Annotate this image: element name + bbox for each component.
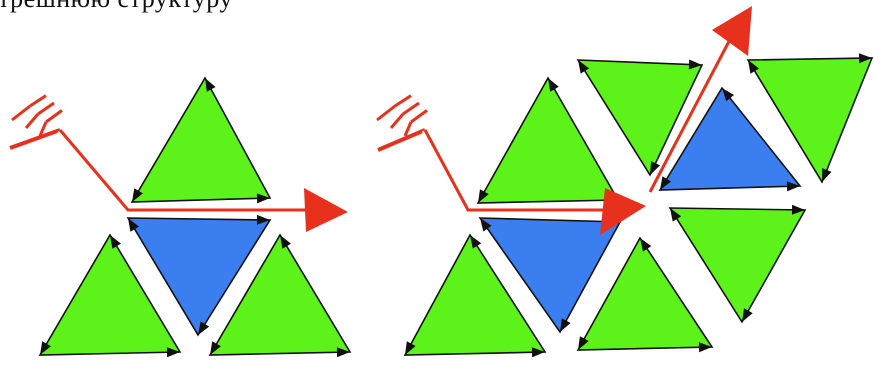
arrow-shaft-2 <box>648 27 738 193</box>
tile-center-up <box>658 86 802 192</box>
tile-bottom-mid-up-triangle <box>576 236 714 351</box>
arrow-feather <box>45 109 63 124</box>
tile-bottom-left-up-edge-arrow <box>40 341 51 355</box>
arrow-feather <box>410 109 428 124</box>
tile-top-mid-down-edge-arrow <box>688 59 702 70</box>
tile-bottom-left-up-edge-arrow <box>110 235 121 249</box>
left-diagram <box>9 76 352 358</box>
tile-bottom-left-up-triangle <box>403 233 547 356</box>
tile-center-down-triangle <box>126 217 272 337</box>
tile-bottom-mid-up-edge-arrow <box>640 238 652 252</box>
arrow-head <box>600 188 646 235</box>
arrow-shaft-segment <box>9 128 61 150</box>
tile-bottom-right-up-triangle <box>208 233 352 356</box>
arrow-feather <box>37 101 55 116</box>
tile-bottom-left-up-edge-arrow <box>470 235 482 249</box>
tile-top-mid-down <box>576 59 704 177</box>
tile-mid-left-down-edge-arrow <box>560 318 571 332</box>
arrow-feather <box>389 113 405 129</box>
tile-mid-left-down-edge-arrow <box>480 218 492 232</box>
tile-bottom-left-up-edge-arrow <box>531 347 545 358</box>
arrow-head-2 <box>712 6 752 56</box>
tile-bottom-right-up <box>208 233 352 358</box>
tile-top-left-up-edge-arrow <box>548 78 559 92</box>
tile-bottom-right-up-edge-arrow <box>336 347 350 358</box>
tile-center-up-edge-arrow <box>660 176 672 190</box>
tile-center-up-triangle <box>658 86 802 191</box>
tile-top-mid-down-edge-arrow <box>578 60 590 74</box>
tile-top-up <box>130 76 272 204</box>
arrow-feather <box>11 104 31 122</box>
traversal-arrow <box>9 94 348 232</box>
tile-bottom-right-up-edge-arrow <box>280 235 291 249</box>
tile-mid-right-down-edge-arrow <box>670 208 682 222</box>
tile-top-right-down-edge-arrow <box>822 168 832 182</box>
tile-top-up-edge-arrow <box>205 78 216 92</box>
tile-bottom-left-up-triangle <box>38 233 182 356</box>
tile-top-up-edge-arrow <box>132 188 143 202</box>
arrow-feather <box>394 94 412 108</box>
tile-bottom-left-up-edge-arrow <box>405 341 416 355</box>
tile-center-down-edge-arrow <box>256 214 270 225</box>
arrow-feather <box>38 121 48 137</box>
tile-top-up-edge-arrow <box>256 193 270 204</box>
tile-center-up-edge-arrow <box>722 88 735 102</box>
tile-top-mid-down-edge-arrow <box>650 161 661 175</box>
arrow-feather <box>376 104 396 122</box>
right-diagram <box>376 6 874 358</box>
tile-top-left-up-triangle <box>476 76 620 204</box>
tile-bottom-mid-up-edge-arrow <box>698 342 712 353</box>
tile-mid-right-down-triangle <box>668 207 807 324</box>
tile-top-left-up <box>476 76 620 206</box>
tile-top-left-up-edge-arrow <box>478 189 489 203</box>
tile-mid-right-down-edge-arrow <box>791 204 805 215</box>
tile-center-down <box>126 214 272 337</box>
tile-bottom-left-up-edge-arrow <box>166 347 180 358</box>
tile-top-right-down-triangle <box>746 57 874 184</box>
tile-top-right-down-edge-arrow <box>748 60 760 74</box>
arrow-shaft <box>423 129 616 212</box>
arrow-feather <box>24 113 40 129</box>
tile-bottom-left-up <box>38 233 182 358</box>
tile-center-up-edge-arrow <box>786 181 800 192</box>
tile-bottom-right-up-edge-arrow <box>210 341 221 355</box>
traversal-arrow <box>376 6 752 235</box>
caption-text: трешнюю структуру <box>0 0 233 14</box>
tile-mid-right-down <box>668 204 807 324</box>
arrow-head <box>304 188 348 232</box>
tile-bottom-left-up <box>403 233 547 358</box>
arrow-shaft <box>58 129 318 212</box>
tile-center-down-edge-arrow <box>128 218 139 232</box>
tile-mid-right-down-edge-arrow <box>742 308 753 322</box>
tile-top-up-triangle <box>130 76 272 203</box>
tile-center-down-edge-arrow <box>198 321 210 335</box>
tile-mid-left-down-triangle <box>478 217 622 334</box>
tile-top-right-down <box>746 53 874 184</box>
arrow-shaft-segment <box>377 128 426 152</box>
tile-top-mid-down-triangle <box>576 59 704 177</box>
arrow-feather <box>403 121 413 137</box>
arrow-feather <box>29 94 47 108</box>
arrow-feather <box>402 101 420 116</box>
tile-bottom-mid-up-edge-arrow <box>578 336 589 350</box>
tile-top-right-down-edge-arrow <box>858 53 872 64</box>
tile-bottom-mid-up <box>576 236 714 353</box>
